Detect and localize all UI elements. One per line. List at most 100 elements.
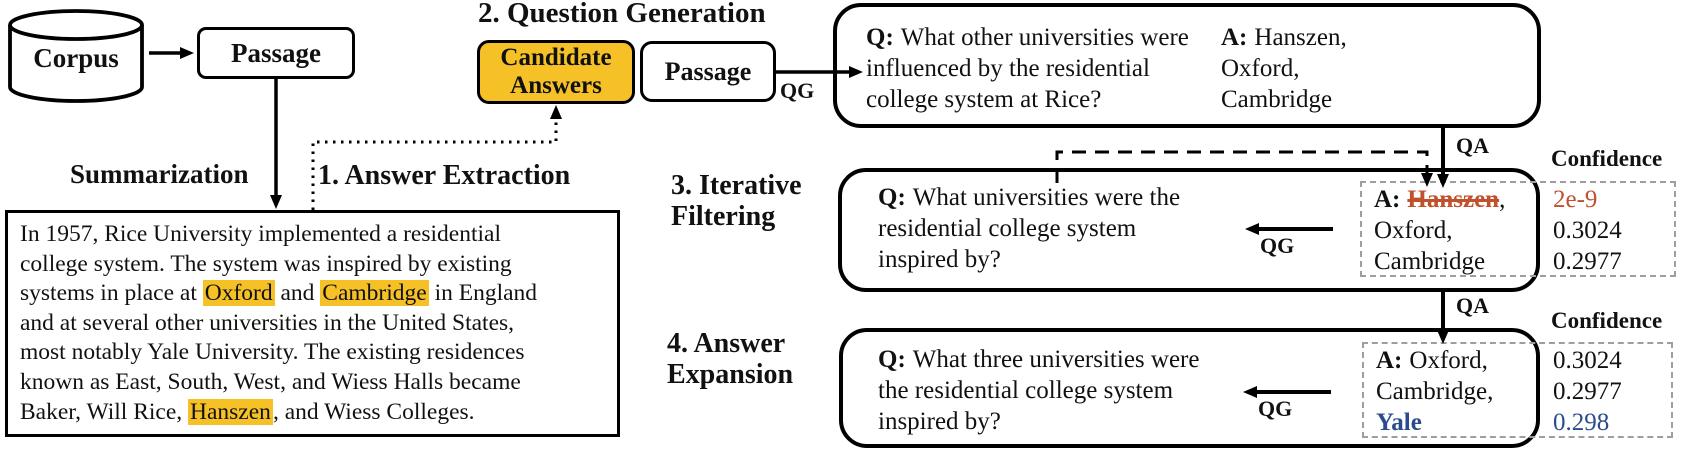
answer-expansion-panel (839, 328, 1540, 448)
answer-line: A:Hanszen, (1374, 184, 1505, 215)
answer-line: A:Oxford, (1376, 345, 1493, 376)
question-text: college system at Rice? (866, 86, 1102, 113)
question-line: influenced by the residential (866, 53, 1189, 84)
qa-top-label: QA (1456, 133, 1489, 158)
qa-mid-label: QA (1456, 293, 1489, 318)
passage-text: most notably Yale University. The existi… (20, 339, 525, 366)
question-text: inspired by? (878, 246, 1001, 273)
confidence-value: 2e-9 (1553, 186, 1598, 213)
question-text: What universities were the (912, 184, 1181, 211)
answer-line: Yale (1376, 407, 1493, 438)
passage-source-label: Passage (231, 37, 321, 68)
passage-text: and at several other universities in the… (20, 309, 515, 336)
question-generation-panel (833, 3, 1541, 128)
question-text: the residential college system (878, 377, 1174, 404)
step4-line1: 4. Answer (667, 328, 786, 359)
answer-text: Cambridge (1221, 86, 1333, 113)
passage-text: systems in place at (20, 280, 203, 307)
passage-line: Baker, Will Rice, Hanszen, and Wiess Col… (20, 398, 613, 428)
question-line: inspired by? (878, 244, 1180, 275)
question-line: Q:What other universities were (866, 22, 1189, 53)
a-label: A: (1376, 347, 1403, 374)
question-text: residential college system (878, 215, 1137, 242)
expanded-answer: Yale (1376, 409, 1422, 436)
passage-text: , and Wiess Colleges. (272, 398, 475, 425)
confidence-value: 0.298 (1553, 409, 1610, 436)
expansion-question-block: Q:What three universities were the resid… (878, 344, 1199, 437)
filtering-answer-block: A:Hanszen, Oxford, Cambridge (1374, 184, 1505, 277)
step3-line2: Filtering (671, 201, 776, 232)
answer-line: Cambridge, (1376, 376, 1493, 407)
passage-qg-label: Passage (664, 56, 752, 86)
a-label: A: (1374, 186, 1401, 213)
expansion-answer-dashed-box (1362, 342, 1673, 438)
answer-text: , (1499, 186, 1506, 213)
filtering-answer-dashed-box (1360, 181, 1676, 277)
question-line: residential college system (878, 213, 1180, 244)
expansion-confidence-block: 0.3024 0.2977 0.298 (1553, 345, 1622, 438)
step2-question-generation-label: 2. Question Generation (478, 0, 766, 29)
answer-line: Cambridge (1221, 84, 1347, 115)
source-passage-box: In 1957, Rice University implemented a r… (5, 210, 620, 437)
answer-line: Oxford, (1374, 215, 1505, 246)
passage-line: college system. The system was inspired … (20, 250, 613, 280)
candidate-answers-label-line1: Candidate (500, 44, 612, 71)
passage-text: Baker, Will Rice, (20, 398, 189, 425)
question-text: What other universities were (900, 24, 1189, 51)
passage-text: and (274, 280, 321, 307)
passage-line: and at several other universities in the… (20, 309, 613, 339)
question-text: influenced by the residential (866, 55, 1150, 82)
filtering-confidence-block: 2e-9 0.3024 0.2977 (1553, 184, 1622, 277)
passage-line: In 1957, Rice University implemented a r… (20, 220, 613, 250)
q-label: Q: (866, 24, 894, 51)
answer-text: Oxford, (1409, 347, 1488, 374)
confidence-header-expansion: Confidence (1551, 308, 1663, 333)
highlight-cambridge: Cambridge (320, 280, 429, 307)
confidence-value: 0.2977 (1553, 378, 1622, 405)
expansion-answer-block: A:Oxford, Cambridge, Yale (1376, 345, 1493, 438)
answer-text: Oxford, (1221, 55, 1300, 82)
qg-question-block: Q:What other universities were influence… (866, 22, 1189, 115)
question-line: college system at Rice? (866, 84, 1189, 115)
question-line: Q:What universities were the (878, 182, 1180, 213)
confidence-value: 0.3024 (1553, 347, 1622, 374)
answer-line: A:Hanszen, (1221, 22, 1347, 53)
passage-line: known as East, South, West, and Wiess Ha… (20, 368, 613, 398)
highlight-oxford: Oxford (202, 280, 275, 307)
corpus-label: Corpus (33, 43, 119, 73)
confidence-value: 0.2977 (1553, 248, 1622, 275)
answer-line: Cambridge (1374, 246, 1505, 277)
question-line: Q:What three universities were (878, 344, 1199, 375)
step3-iterative-filtering-label: 3. Iterative Filtering (671, 170, 802, 232)
qg-answer-block: A:Hanszen, Oxford, Cambridge (1221, 22, 1347, 115)
passage-text: college system. The system was inspired … (20, 250, 512, 277)
qg-mid-label: QG (1260, 233, 1295, 258)
answer-line: Oxford, (1221, 53, 1347, 84)
passage-text: in England (428, 280, 538, 307)
passage-qg-node: Passage (640, 41, 776, 102)
filtering-question-block: Q:What universities were the residential… (878, 182, 1180, 275)
summarization-label: Summarization (70, 159, 249, 189)
q-label: Q: (878, 184, 906, 211)
answer-text: Oxford, (1374, 217, 1453, 244)
step4-answer-expansion-label: 4. Answer Expansion (667, 328, 793, 390)
a-label: A: (1221, 24, 1248, 51)
confidence-header-filtering: Confidence (1551, 146, 1663, 171)
passage-text: known as East, South, West, and Wiess Ha… (20, 368, 521, 395)
passage-text: In 1957, Rice University implemented a r… (20, 221, 501, 247)
answer-text: Cambridge, (1376, 378, 1494, 405)
corpus-cylinder-icon (8, 9, 144, 103)
rejected-answer: Hanszen (1407, 186, 1500, 213)
passage-source-node: Passage (197, 27, 355, 79)
highlight-hanszen: Hanszen (188, 398, 273, 425)
confidence-value: 0.3024 (1553, 217, 1622, 244)
q-label: Q: (878, 346, 906, 373)
step3-line1: 3. Iterative (671, 170, 802, 201)
candidate-answers-label-line2: Answers (510, 72, 602, 99)
candidate-answers-node: Candidate Answers (477, 40, 635, 104)
passage-line: most notably Yale University. The existi… (20, 338, 613, 368)
step1-answer-extraction-label: 1. Answer Extraction (318, 160, 571, 191)
qg-bottom-label: QG (1258, 396, 1293, 421)
answer-text: Cambridge (1374, 248, 1486, 275)
